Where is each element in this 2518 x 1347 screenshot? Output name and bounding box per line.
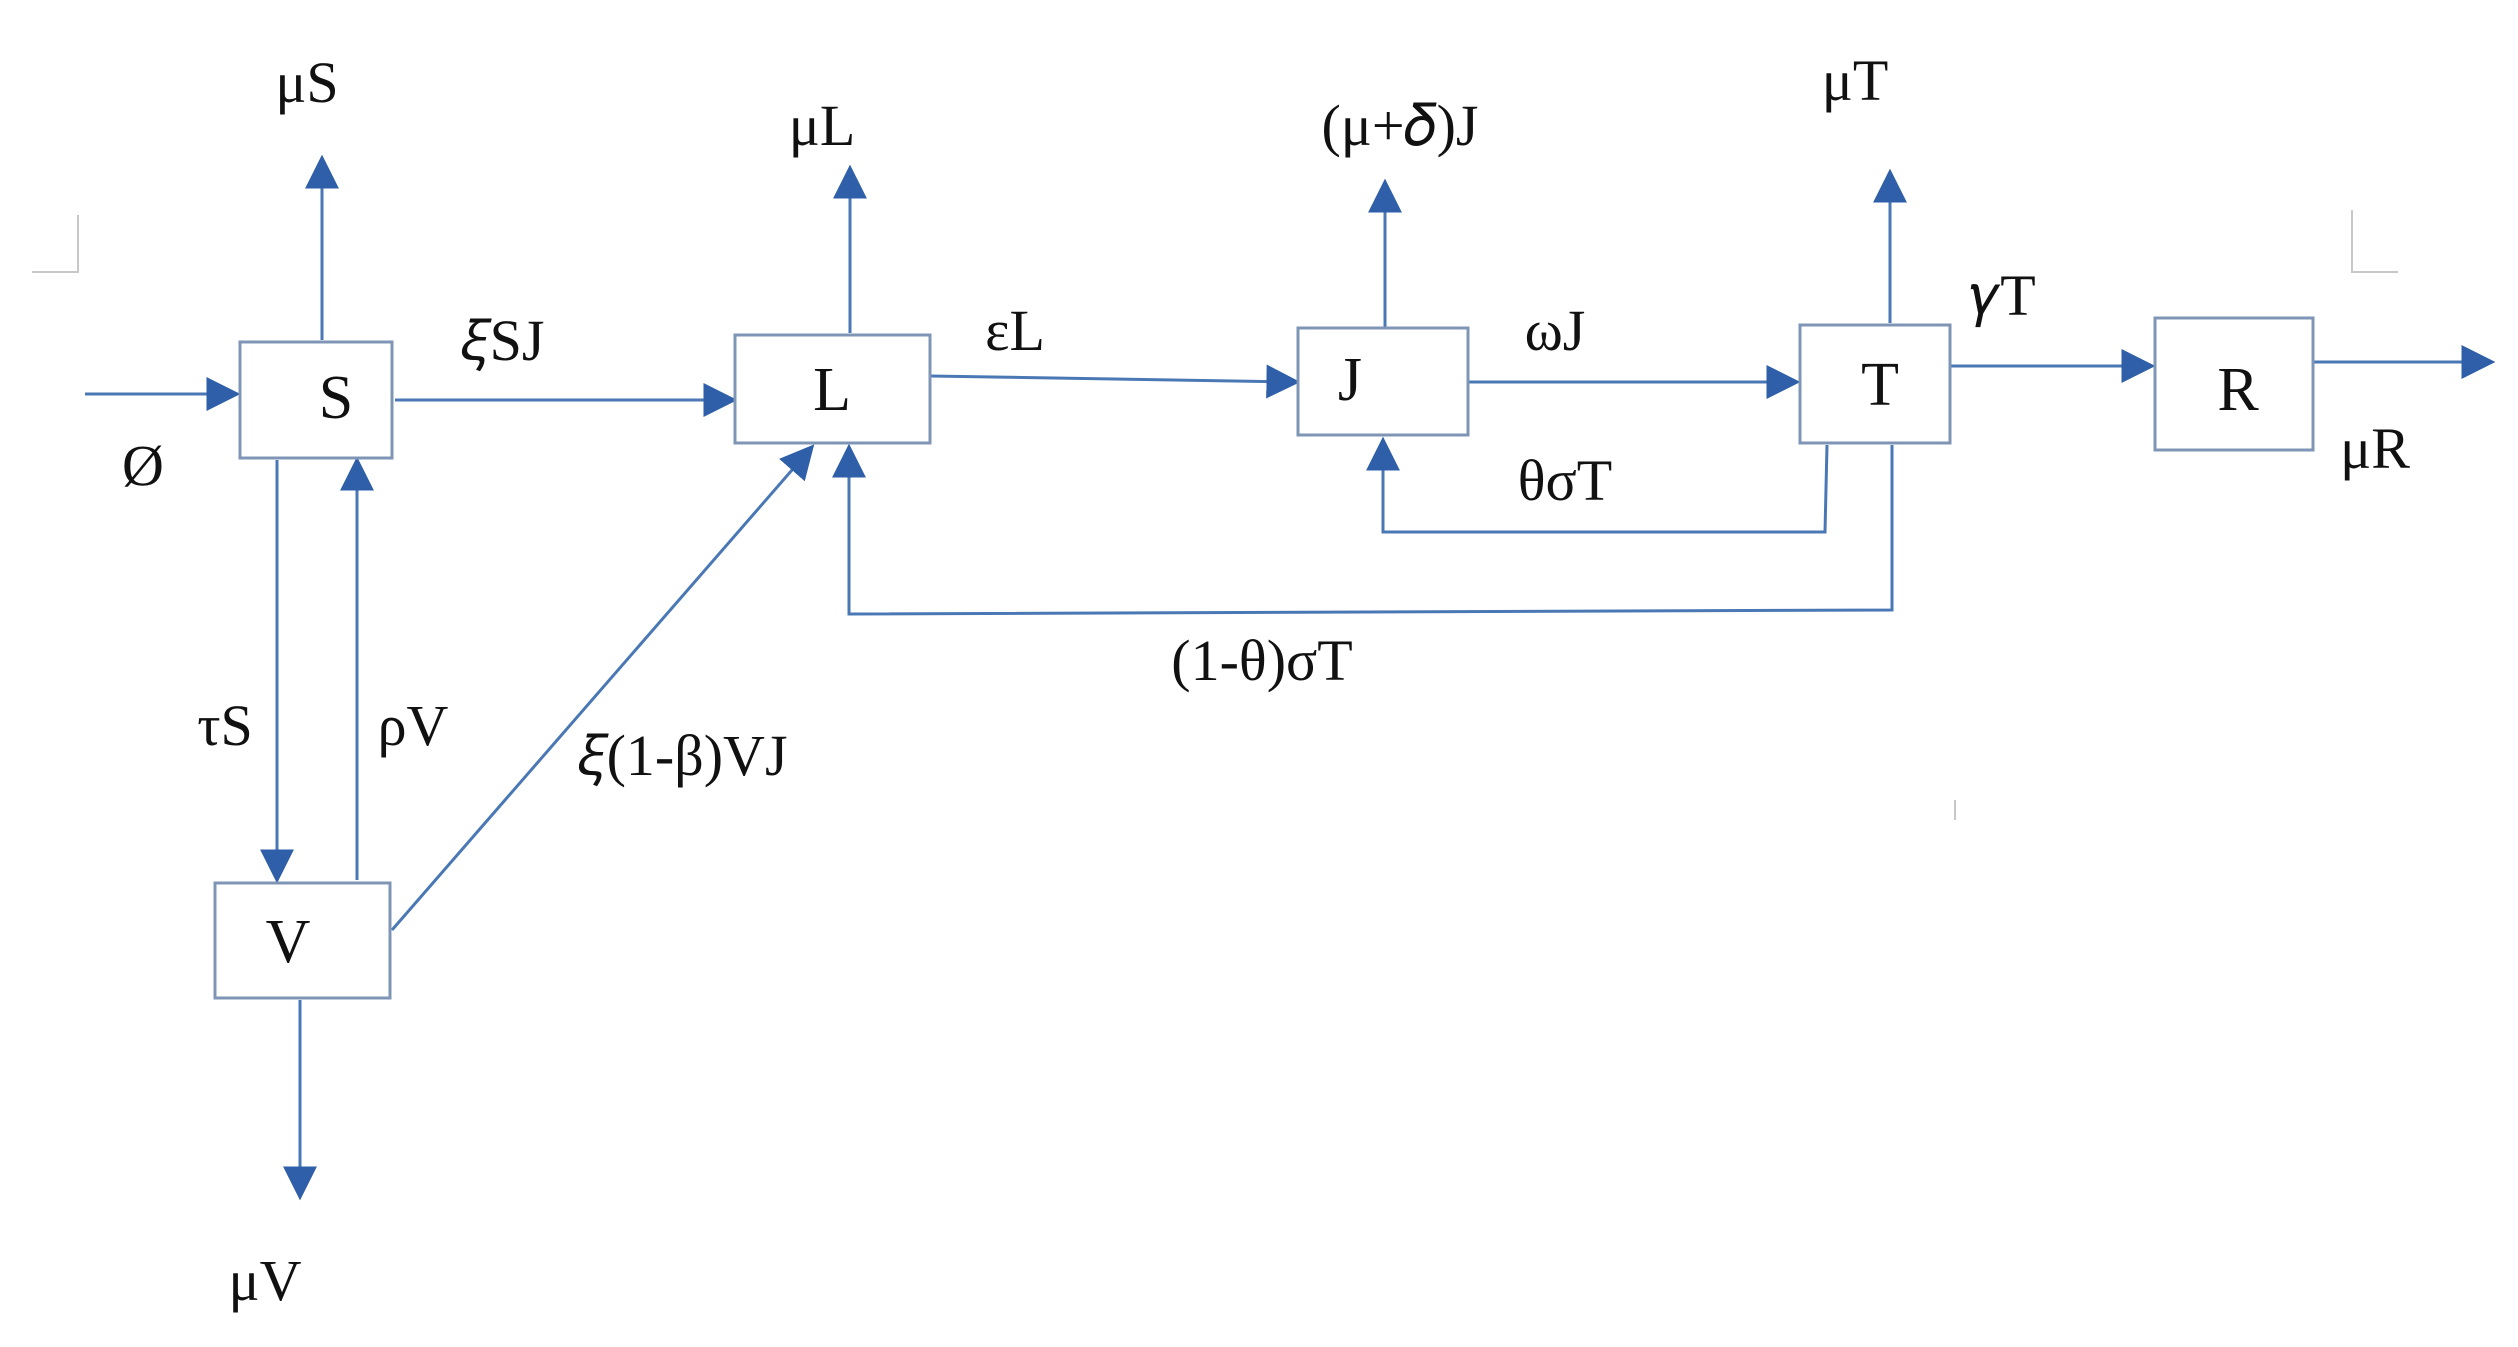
node-j-label: J [1338,346,1362,414]
edge-t-l [832,443,1894,616]
edge-t-j [1366,436,1829,534]
label-eps-l: εL [985,298,1045,363]
node-r: R [2153,316,2315,452]
label-rho-v: ρV [378,693,449,758]
edge-v-l [390,444,815,931]
label-gamma-t: 𝛾T [1970,263,2035,328]
node-t: T [1798,323,1952,445]
node-t-label: T [1861,351,1899,419]
node-r-label: R [2217,356,2259,424]
node-s: S [238,340,394,460]
label-mu-s: μS [275,50,338,115]
label-xi-sj: 𝜉SJ [462,308,545,373]
node-l-label: L [813,356,851,424]
node-v-label: V [266,908,311,976]
label-mu-r: μR [2340,416,2410,481]
label-tau-s: τS [197,693,253,758]
label-mu-j: (μ+𝛿)J [1321,93,1478,158]
label-mu-t: μT [1822,48,1889,113]
label-inflow: Ø [122,433,164,498]
node-v: V [213,881,392,1000]
corner-mark-left [32,215,79,273]
edge-l-j [929,364,1301,399]
node-s-label: S [319,364,353,432]
node-l: L [733,333,932,445]
label-xi-beta-vj: 𝜉(1-β)VJ [578,723,787,788]
label-mu-l: μL [789,93,856,158]
corner-mark-right [2351,210,2398,273]
label-omega-j: ωJ [1525,298,1586,363]
label-one-minus-theta-sigma-t: (1-θ)σT [1171,628,1352,693]
node-j: J [1296,326,1470,437]
label-theta-sigma-t: θσT [1518,448,1612,513]
label-mu-v: μV [229,1248,302,1313]
